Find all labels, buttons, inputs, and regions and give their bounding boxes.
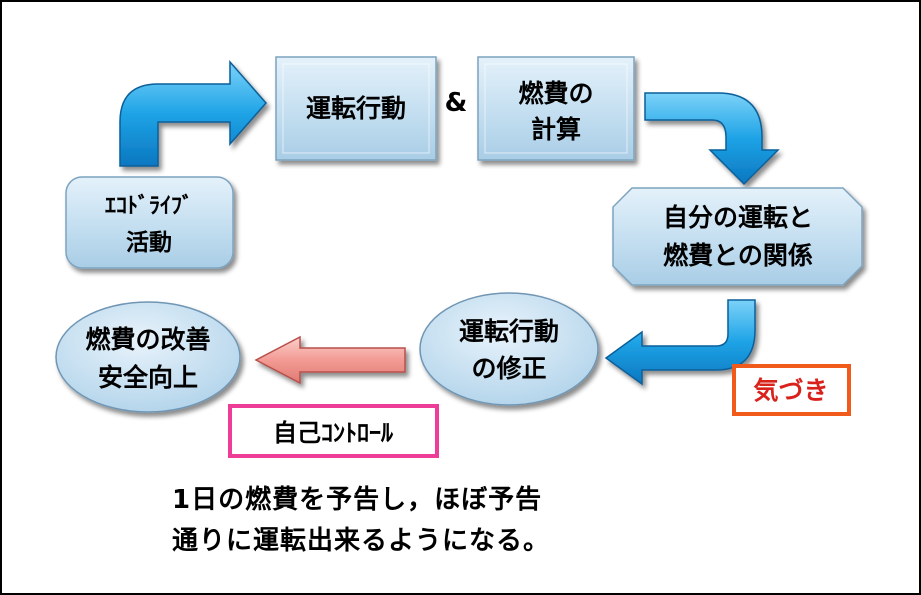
node-fuel-calculation: 燃費の 計算 [477, 56, 635, 161]
node-ecodrive-activity: ｴｺﾄﾞﾗｲﾌﾞ 活動 [65, 176, 234, 269]
arrow-correction-to-improvement [254, 335, 406, 385]
self-control-callout: 自己ｺﾝﾄﾛｰﾙ [228, 404, 439, 458]
ampersand-label: & [445, 88, 468, 118]
relation-label-line2: 燃費との関係 [663, 241, 813, 270]
correction-label-line2: の修正 [471, 354, 546, 383]
self-control-label: 自己ｺﾝﾄﾛｰﾙ [273, 419, 394, 447]
arrow-ecodrive-to-driving [119, 60, 267, 167]
arrow-relation-to-correction [604, 299, 756, 386]
node-driving-action: 運転行動 [275, 56, 437, 161]
improvement-label-line2: 安全向上 [98, 363, 198, 392]
ecodrive-label-line2: 活動 [126, 230, 172, 256]
arrow-calc-to-relation [644, 92, 780, 186]
node-fuel-improvement: 燃費の改善 安全向上 [55, 301, 241, 413]
node-driving-correction: 運転行動 の修正 [419, 292, 599, 406]
awareness-callout: 気づき [732, 364, 851, 416]
driving-action-label: 運転行動 [306, 94, 406, 123]
summary-line-2: 通りに運転出来るようになる。 [172, 526, 551, 556]
summary-line-1: 1日の燃費を予告し，ほぼ予告 [172, 485, 543, 515]
improvement-label-line1: 燃費の改善 [85, 325, 210, 354]
relation-label-line1: 自分の運転と [663, 203, 813, 232]
awareness-label: 気づき [753, 376, 828, 405]
correction-label-line1: 運転行動 [459, 317, 559, 346]
ecodrive-label-line1: ｴｺﾄﾞﾗｲﾌﾞ [105, 193, 193, 219]
node-driving-fuel-relation: 自分の運転と 燃費との関係 [612, 187, 863, 286]
fuel-calc-label-line2: 計算 [531, 115, 581, 144]
fuel-calc-label-line1: 燃費の [518, 79, 593, 108]
